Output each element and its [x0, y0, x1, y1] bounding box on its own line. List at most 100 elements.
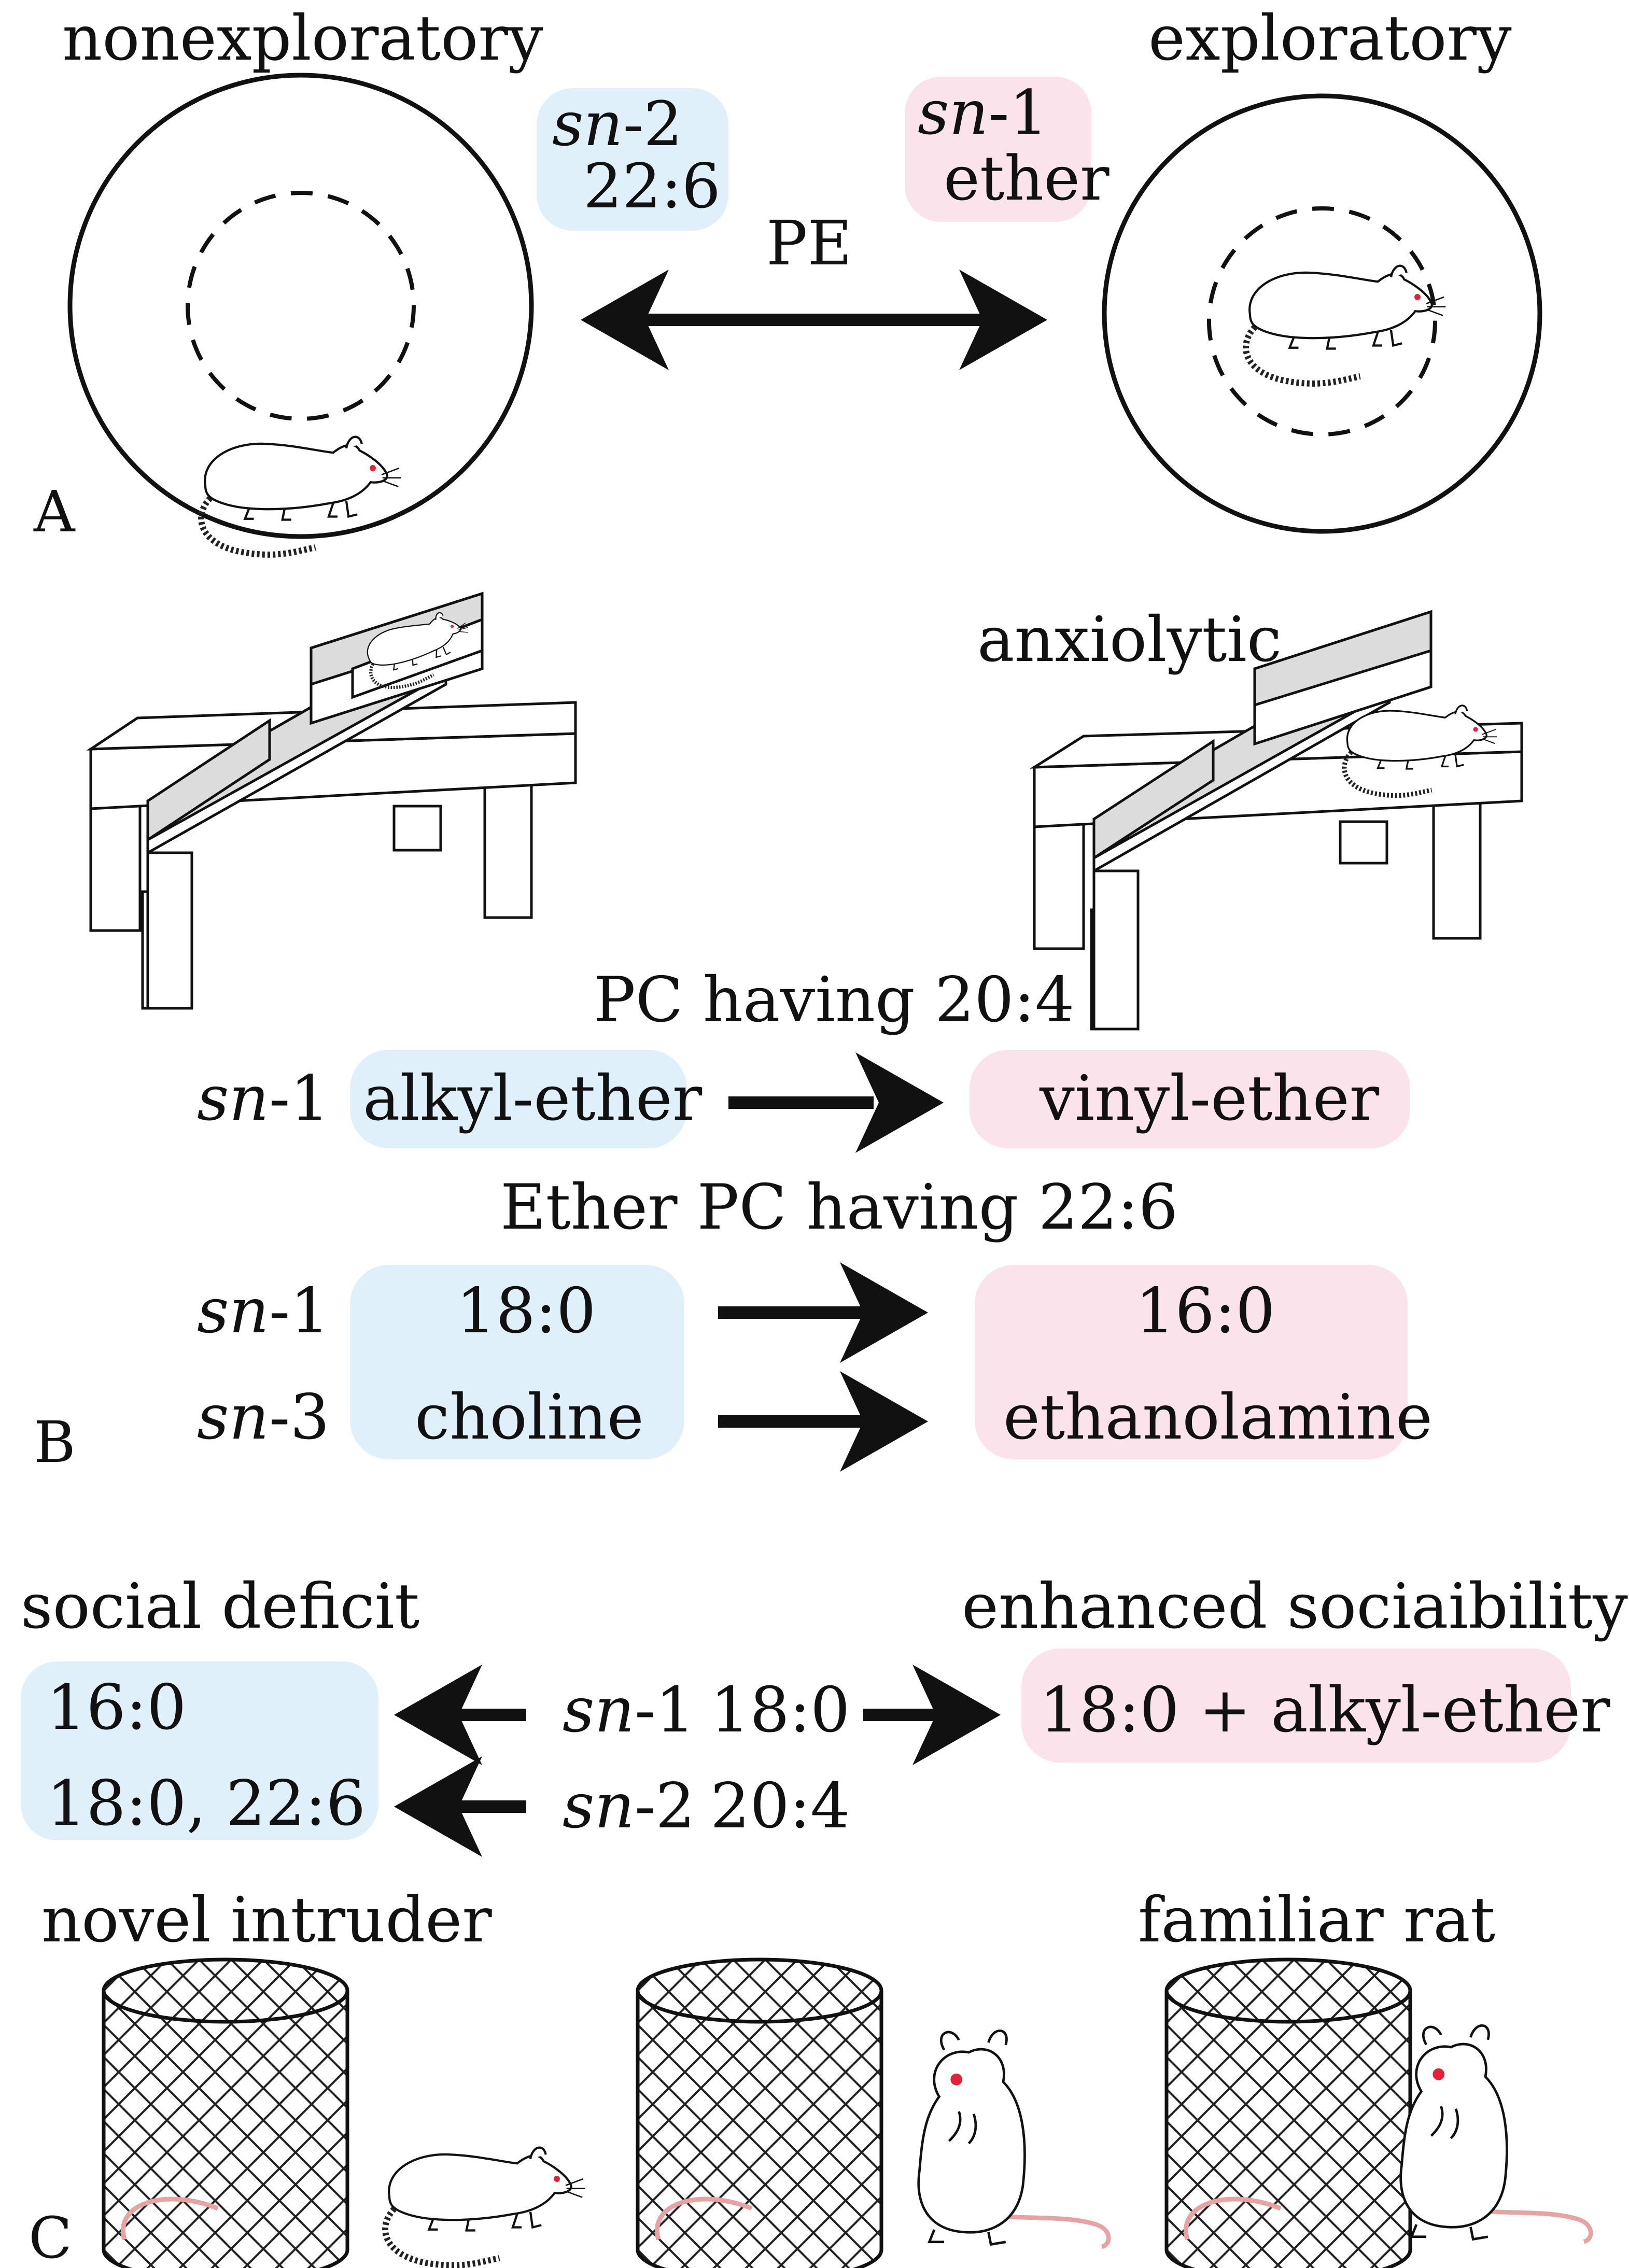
mesh-line	[104, 1960, 232, 2268]
panel-letter-c: C	[29, 2205, 72, 2268]
mesh-line	[1167, 1960, 1327, 2268]
rat-icon	[1246, 266, 1445, 384]
caged-rat-tail	[1184, 2196, 1282, 2241]
right-arrow-icon	[728, 1052, 944, 1153]
position-label: -1	[635, 1674, 695, 1746]
svg-text:sn-2: sn-2	[552, 88, 683, 160]
mesh-line	[104, 1960, 297, 2268]
mesh-line	[638, 1960, 863, 2268]
panel-a: nonexploratory exploratory sn-2 22:6 sn-…	[33, 3, 1542, 555]
mesh-line	[1261, 1960, 1410, 2268]
mesh-line	[104, 1960, 347, 2268]
pink-box-value: ether	[944, 143, 1110, 214]
mesh-line	[764, 1960, 881, 2268]
mesh-line	[1197, 1960, 1410, 2268]
mesh-line	[1167, 1960, 1295, 2268]
mesh-line	[1583, 1960, 1629, 2268]
mesh-line	[360, 1960, 681, 2268]
mesh-line	[104, 1960, 232, 2268]
mesh-line	[1583, 1960, 1629, 2268]
rat-icon	[919, 2031, 1109, 2247]
position-label: -1	[989, 77, 1048, 148]
mesh-line	[1325, 1960, 1410, 2268]
mesh-line	[104, 1960, 329, 2268]
mesh-line	[1167, 1960, 1199, 2268]
panel-letter-a: A	[33, 478, 76, 545]
heading-pc-20-4: PC having 20:4	[594, 964, 1074, 1036]
svg-text:sn-1: sn-1	[918, 77, 1048, 148]
right-arrow-icon	[718, 1262, 928, 1363]
mesh-line	[1551, 1960, 1629, 2268]
sn-label: sn	[197, 1275, 269, 1347]
from-value: choline	[415, 1382, 644, 1454]
mesh-cage-icon	[102, 1957, 681, 2268]
svg-text:sn-1: sn-1	[197, 1275, 330, 1347]
right-box-text: 18:0 + alkyl-ether	[1040, 1674, 1610, 1746]
mesh-line	[1519, 1960, 1629, 2268]
svg-text:sn-3: sn-3	[197, 1382, 330, 1454]
mesh-line	[1167, 1960, 1359, 2268]
cage-rim	[102, 1957, 349, 2024]
mesh-line	[638, 1960, 831, 2268]
mesh-line	[638, 1960, 798, 2268]
cage-left-label: novel intruder	[41, 1884, 492, 1956]
pe-label: PE	[766, 207, 852, 279]
enhanced-sociability-box	[1021, 1649, 1571, 1763]
mesh-line	[638, 1960, 881, 2268]
mesh-line	[262, 1960, 347, 2268]
mesh-line	[638, 1960, 670, 2268]
mesh-line	[1167, 1960, 1410, 2268]
mesh-line	[796, 1960, 881, 2268]
mesh-line	[198, 1960, 347, 2268]
mesh-line	[700, 1960, 881, 2268]
mesh-line	[1616, 1960, 1629, 2268]
sn1-sn3-source-box	[350, 1265, 684, 1459]
position-label: -2	[635, 1770, 695, 1842]
mesh-line	[1167, 1960, 1327, 2268]
mesh-cage-icon	[636, 1957, 883, 2268]
mesh-line	[104, 1960, 347, 2268]
social-deficit-box	[21, 1661, 378, 1840]
mesh-line	[104, 1960, 168, 2268]
panel-a-left-title: nonexploratory	[62, 3, 543, 75]
sn1-ether-box	[905, 77, 1091, 222]
mesh-line	[638, 1960, 798, 2268]
sn-label: sn	[563, 1770, 635, 1842]
mesh-line	[104, 1960, 347, 2268]
sn-label: sn	[552, 88, 623, 160]
mesh-line	[638, 1960, 881, 2268]
mesh-line	[1325, 1960, 1410, 2268]
left-arrow-icon	[394, 1665, 526, 1765]
mesh-line	[327, 1960, 347, 2268]
panel-a-right-title: exploratory	[1148, 3, 1512, 75]
to-value: 16:0	[1135, 1275, 1275, 1347]
mesh-line	[668, 1960, 881, 2268]
svg-text:sn-1: sn-1	[197, 1063, 330, 1135]
mesh-line	[104, 1960, 264, 2268]
svg-text:sn-1: sn-1	[563, 1674, 695, 1746]
mesh-line	[764, 1960, 881, 2268]
mesh-line	[638, 1960, 766, 2268]
left-box-line2: 18:0, 22:6	[47, 1768, 366, 1840]
mesh-line	[1167, 1960, 1231, 2268]
right-arrow-icon	[863, 1665, 1001, 1765]
mesh-line	[1167, 1960, 1295, 2268]
open-field-arena-icon	[67, 73, 534, 555]
mesh-line	[638, 1960, 831, 2268]
mesh-line	[638, 1960, 670, 2268]
mesh-line	[796, 1960, 881, 2268]
caged-rat-tail	[121, 2196, 219, 2241]
cage-base	[102, 2249, 349, 2268]
mesh-line	[230, 1960, 347, 2268]
cage-right-label: familiar rat	[1138, 1884, 1495, 1956]
cage-rim	[1164, 1957, 1412, 2024]
position-label: -1	[269, 1063, 330, 1135]
elevated-plus-maze-icon	[86, 591, 577, 1010]
mesh-line	[1167, 1960, 1263, 2268]
mesh-line	[1519, 1960, 1629, 2268]
to-value: vinyl-ether	[1039, 1063, 1380, 1135]
mesh-line	[1167, 1960, 1392, 2268]
mesh-line	[104, 1960, 168, 2268]
cage-rim	[636, 1957, 883, 2024]
panel-c: social deficit enhanced sociaibility 16:…	[21, 1571, 1629, 2268]
